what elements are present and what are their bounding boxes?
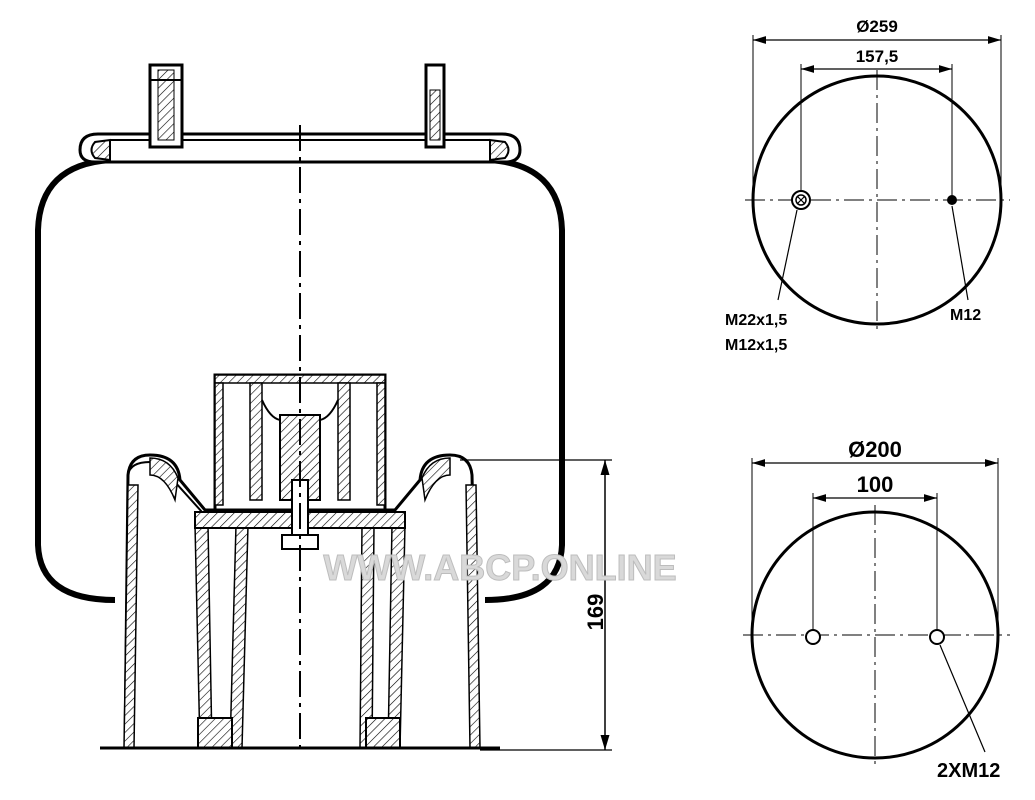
left-port-label-1: M22x1,5 [725, 312, 787, 329]
bellows-outline [35, 157, 565, 603]
watermark: WWW.ABCP.ONLINE [323, 547, 676, 588]
top-view: Ø259 157,5 M22x1,5 M12x1,5 M12 [725, 17, 1010, 354]
left-stud [148, 63, 184, 149]
side-view: 169 [35, 63, 612, 755]
top-spacing-label: 157,5 [856, 47, 899, 66]
bottom-diameter-label: Ø200 [848, 437, 902, 462]
right-stud [424, 63, 446, 149]
air-port-icon [791, 190, 811, 210]
holes-label: 2XM12 [937, 760, 1000, 782]
mount-hole-icon [929, 629, 945, 645]
right-port-label: M12 [950, 307, 981, 324]
left-port-label-2: M12x1,5 [725, 337, 787, 354]
stud-hole-icon [947, 195, 957, 205]
bottom-spacing-label: 100 [857, 472, 894, 497]
mount-hole-icon [805, 629, 821, 645]
top-diameter-label: Ø259 [856, 17, 898, 36]
height-label: 169 [583, 594, 608, 631]
height-dimension: 169 [460, 459, 612, 751]
bottom-view: Ø200 100 2XM12 [743, 437, 1010, 782]
